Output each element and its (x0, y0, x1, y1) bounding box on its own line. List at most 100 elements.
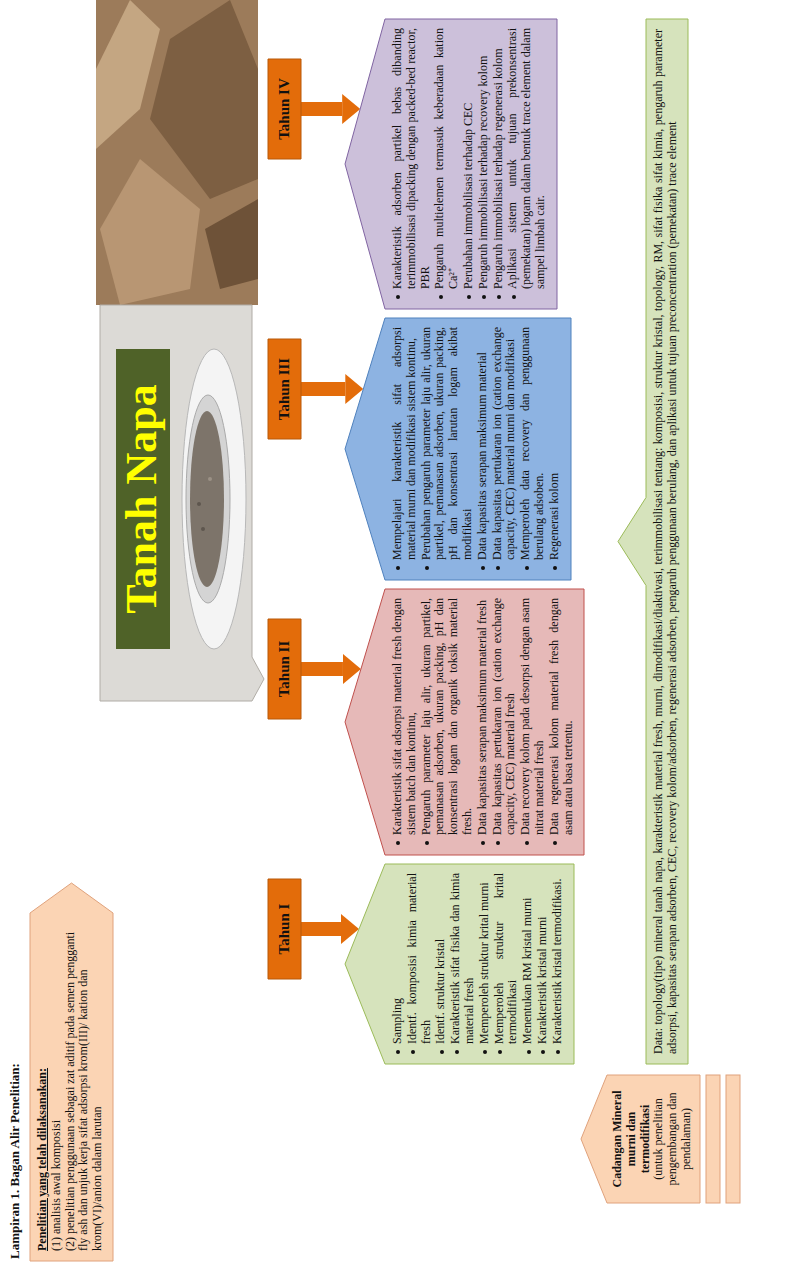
text-row: Penelitian yang telah dilaksanakan: (36, 921, 50, 1251)
text-row: Data kapasitas serapan maksimum material… (476, 598, 490, 846)
text-row: Karakteristik kristal murni (536, 873, 550, 1055)
bullet-text: Menentukan RM kristal murni (520, 898, 534, 1044)
node-text: Tahun IV (276, 63, 293, 155)
picture-panel (100, 305, 264, 701)
prior-research-arrow: Penelitian yang telah dilaksanakan:(1) a… (30, 883, 113, 1261)
powder-grain (208, 477, 212, 481)
bullet-dot (497, 295, 501, 299)
bullet-text: Identf. komposisi kimia material fresh (405, 873, 433, 1044)
bullet-dot (483, 1050, 487, 1054)
bullet-dot (525, 841, 529, 845)
powder-grain (197, 502, 201, 506)
bullet-dot (498, 1050, 502, 1054)
bullet-dot (396, 295, 400, 299)
node-shape (268, 339, 301, 439)
node-text: Tahun I (276, 883, 293, 975)
bullet-dot (481, 841, 485, 845)
text-row: Data: topology(tipe) mineral tanah napa,… (652, 29, 680, 1054)
text-row: Memperoleh data recovery dan penggunaan … (519, 327, 547, 571)
data-output-box: Data: topology(tipe) mineral tanah napa,… (618, 19, 688, 1064)
text-row: Data kapasitas pertukaran ion (cation ex… (491, 327, 519, 571)
bullet-dot (541, 1050, 545, 1054)
text-row: Karakteristik kristal termodifikasi. (551, 873, 565, 1055)
node-text: Cadangan Mineral murni dan termodifikasi (611, 1081, 652, 1197)
bullet-text: Perubahan pengaruh parameter laju alir, … (419, 327, 474, 560)
bullet-text: Karakteristik sifat adsorpsi material fr… (390, 598, 418, 835)
bullet-text: Data kapasitas pertukaran ion (cation ex… (490, 327, 518, 560)
text-row: (1) analisis awal komposisi (50, 921, 64, 1251)
bullet-dot (496, 841, 500, 845)
bowl-powder (190, 411, 224, 587)
bullet-text: Karakteristik kristal murni (535, 917, 549, 1044)
year-label: Tahun II (268, 619, 301, 719)
node-text: Penelitian yang telah dilaksanakan: (35, 1068, 49, 1251)
node-text: Data: topology(tipe) mineral tanah napa,… (652, 29, 680, 1054)
text-row: Tahun IV (276, 63, 293, 155)
text-row: Pengaruh multielemen termasuk keberadaan… (433, 28, 461, 300)
bullet-text: Karakteristik kristal termodifikasi. (550, 878, 564, 1044)
year-label: Tahun III (268, 339, 301, 439)
node-shape (581, 1075, 700, 1203)
bullet-text: Aplikasi sistem untuk tujuan prekonsentr… (505, 28, 547, 289)
bullet-text: Pengaruh multielemen termasuk keberadaan… (432, 28, 460, 289)
text-row: Identf. komposisi kimia material fresh (406, 873, 434, 1055)
title-banner: Tanah Napa (116, 349, 170, 649)
text-row: Tahun II (276, 623, 293, 715)
node-text: (1) analisis awal komposisi (49, 1120, 63, 1251)
node-shape (345, 19, 557, 309)
bullet-dot (396, 841, 400, 845)
text-row: Perubahan immobilisasi terhadap CEC (462, 28, 476, 300)
diagram-title: Lampiran 1. Bagan Alir Penelitian: (7, 1063, 23, 1259)
node-shape (345, 318, 571, 580)
rock-photo (96, 0, 258, 305)
bullet-dot (467, 295, 471, 299)
year-label: Tahun I (268, 879, 301, 979)
node-text: Tahun III (276, 343, 293, 435)
year-arrow (301, 662, 343, 676)
bullet-dot (411, 1050, 415, 1054)
text-row: Karakteristik sifat adsorpsi material fr… (391, 598, 419, 846)
text-row: Pengaruh immobilisasi terhadap recovery … (477, 28, 491, 300)
reserve-arrow: Cadangan Mineral murni dan termodifikasi… (581, 1075, 700, 1203)
bullet-text: Sampling (390, 998, 404, 1044)
text-row: (untuk penelitian pengembangan dan penda… (652, 1081, 693, 1197)
bullet-dot (455, 1050, 459, 1054)
bullet-text: Pengaruh immobilisasi terhadap regeneras… (491, 48, 505, 289)
reserve-bar (706, 1075, 720, 1203)
year-arrow (301, 382, 345, 396)
bullet-dot (396, 1050, 400, 1054)
node-shape (345, 864, 574, 1064)
node-text: Tahun II (276, 623, 293, 715)
text-row: Tahun III (276, 343, 293, 435)
node-shape (268, 619, 301, 719)
node-text: (untuk penelitian pengembangan dan penda… (652, 1081, 693, 1197)
node-shape (268, 59, 301, 159)
bullet-text: Mempelajari karakteristik sifat adsorpsi… (390, 327, 418, 560)
text-row: Menentukan RM kristal murni (521, 873, 535, 1055)
rock-shape (100, 159, 200, 305)
stage-box: Karakteristik adsorben partikel bebas di… (345, 19, 557, 309)
text-row: Data recovery kolom pada desorpsi dengan… (519, 598, 547, 846)
stage-box: Mempelajari karakteristik sifat adsorpsi… (345, 318, 571, 580)
powder-grain (201, 527, 205, 531)
bullet-text: Regenerasi kolom (547, 473, 561, 560)
text-row: Data regenerasi kolom material fresh den… (548, 598, 576, 846)
text-row: Data kapasitas serapan maksimum material (476, 327, 490, 571)
bullet-dot (440, 1050, 444, 1054)
bullet-dot (553, 841, 557, 845)
bullet-dot (425, 841, 429, 845)
text-row: Tanah Napa (116, 349, 170, 649)
text-row: Data kapasitas pertukaran ion (cation ex… (491, 598, 519, 846)
bullet-dot (425, 566, 429, 570)
bullet-text: Data recovery kolom pada desorpsi dengan… (518, 598, 546, 835)
bullet-dot (525, 566, 529, 570)
text-row: Mempelajari karakteristik sifat adsorpsi… (391, 327, 419, 571)
text-row: Memperoleh struktur krital termodifikasi (493, 873, 521, 1055)
bullet-text: Data regenerasi kolom material fresh den… (547, 598, 575, 835)
bullet-dot (512, 295, 516, 299)
text-row: Cadangan Mineral murni dan termodifikasi (611, 1081, 652, 1197)
bullet-dot (556, 1050, 560, 1054)
text-row: Aplikasi sistem untuk tujuan prekonsentr… (506, 28, 547, 300)
year-arrow (301, 922, 341, 936)
